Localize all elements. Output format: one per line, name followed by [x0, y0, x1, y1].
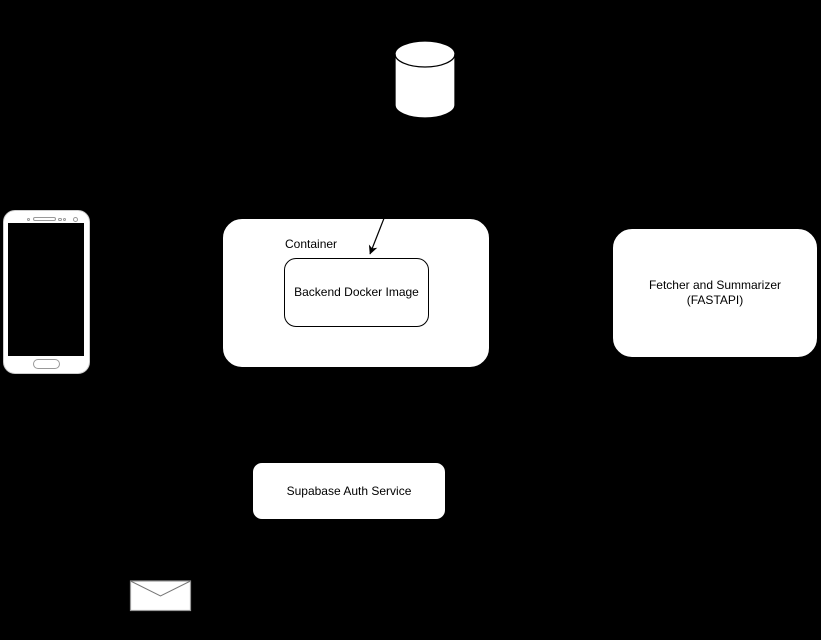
- phone-screen: [8, 223, 84, 356]
- supabase-auth-service-label: Supabase Auth Service: [286, 483, 412, 498]
- phone-camera-dot-icon: [58, 217, 62, 221]
- backend-docker-image-label: Backend Docker Image: [294, 285, 419, 299]
- backend-docker-image-node[interactable]: Backend Docker Image: [284, 258, 429, 327]
- fetcher-summarizer-label-line2: (FASTAPI): [686, 293, 744, 307]
- envelope-icon[interactable]: [129, 580, 192, 612]
- smartphone-node[interactable]: [3, 210, 90, 374]
- container-label: Container: [285, 237, 338, 251]
- phone-speaker-icon: [33, 217, 56, 221]
- supabase-auth-service-node[interactable]: Supabase Auth Service: [252, 462, 446, 520]
- container-node[interactable]: Container Backend Docker Image: [222, 218, 490, 368]
- phone-home-button-icon: [33, 359, 60, 369]
- phone-camera-lens-icon: [73, 216, 78, 222]
- fetcher-summarizer-label-line1: Fetcher and Summarizer: [648, 278, 782, 292]
- database-cylinder-icon[interactable]: [394, 40, 456, 119]
- fetcher-summarizer-node[interactable]: Fetcher and Summarizer (FASTAPI): [612, 228, 818, 358]
- phone-camera-dot-icon: [62, 217, 66, 221]
- phone-sensor-dot-icon: [27, 218, 30, 221]
